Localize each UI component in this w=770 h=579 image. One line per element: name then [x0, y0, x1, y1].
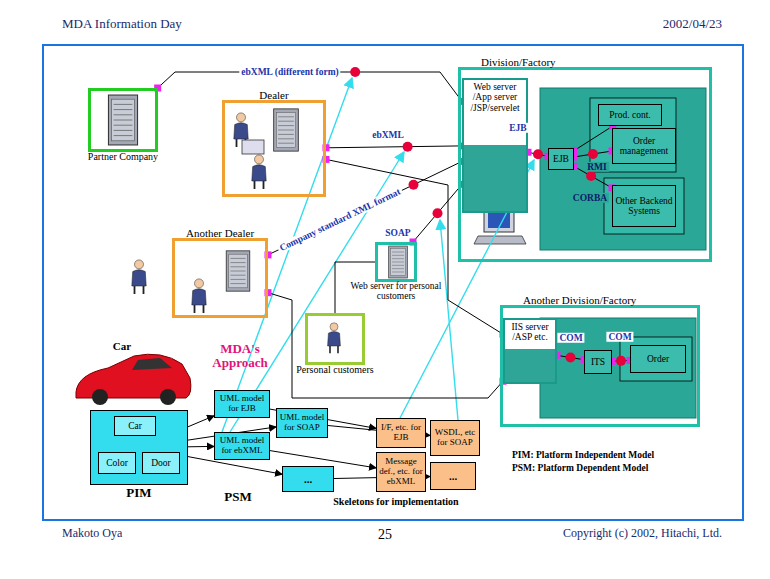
class-box: Car	[114, 416, 156, 436]
model-box: ...	[282, 466, 334, 492]
frame	[43, 45, 743, 520]
node-text: Web server /App server /JSP/servelet	[466, 82, 524, 113]
edge-label: ebXML (different form)	[239, 67, 340, 77]
node-text: ...	[285, 473, 331, 485]
dealer-box: Dealer	[222, 100, 326, 197]
system-box: Other Backend Systems	[612, 185, 676, 227]
node-text: Division/Factory	[481, 56, 556, 68]
text-label: Car	[113, 340, 131, 352]
connector	[268, 161, 462, 255]
node-text: Order management	[615, 136, 673, 157]
transform-point	[588, 149, 598, 159]
node-text: Another Dealer	[186, 227, 254, 239]
node-text: EJB	[551, 154, 571, 164]
edge-label: SOAP	[383, 228, 412, 238]
text-label: PSM	[224, 490, 251, 504]
text-label: Skeletons for implementation	[333, 496, 458, 507]
text-label: Copyright (c) 2002, Hitachi, Ltd.	[563, 527, 722, 540]
edge-label: COM	[606, 332, 633, 342]
skeleton-box: Message def., etc. for ebXML	[376, 452, 426, 492]
server-box: Web server /App server /JSP/servelet	[462, 78, 528, 213]
node-text: Other Backend Systems	[615, 196, 673, 217]
connector	[188, 446, 214, 447]
partner-box: Partner Company	[88, 88, 158, 152]
node-text: Order	[633, 354, 683, 364]
node-text: Dealer	[259, 89, 288, 101]
model-box: PIMCarColorDoor	[90, 410, 188, 485]
node-text: Color	[101, 458, 133, 468]
node-text: WSDL, etc for SOAP	[433, 428, 477, 448]
node-text: ...	[433, 470, 473, 482]
edge-label: ebXML	[370, 130, 406, 140]
node-text: UML model for ebXML	[217, 436, 267, 456]
node-text: Partner Company	[78, 151, 168, 162]
skeleton-box: I/F, etc. for EJB	[376, 418, 426, 448]
node-text: ITS	[587, 357, 609, 367]
text-label: PSM: Platform Dependent Model	[512, 463, 648, 473]
edge-label: RMI	[585, 162, 609, 172]
transform-point	[409, 180, 419, 190]
backend-area	[540, 318, 696, 418]
text-label: 25	[378, 527, 392, 542]
text-label: MDA Information Day	[62, 17, 182, 31]
model-box: UML model for ebXML	[214, 432, 270, 460]
system-box: Order management	[612, 128, 676, 164]
text-label: Makoto Oya	[62, 527, 122, 540]
connector	[574, 126, 613, 151]
skeleton-box: WSDL, etc for SOAP	[430, 420, 480, 456]
model-box: UML model for SOAP	[276, 408, 328, 438]
node-text: IIS server /ASP etc.	[507, 322, 553, 343]
class-box: Door	[142, 452, 180, 474]
server-box: IIS server /ASP etc.	[503, 318, 557, 384]
model-box: UML model for EJB	[214, 390, 270, 418]
dealer-box: Another Dealer	[172, 238, 268, 318]
division-box: Another Division/FactoryIIS server /ASP …	[500, 305, 700, 427]
node-text: Prod. cont.	[601, 110, 659, 120]
transform-point	[350, 67, 360, 77]
backend-area	[540, 88, 706, 250]
text-label: PIM: Platform Independent Model	[512, 450, 654, 460]
node-text: Another Division/Factory	[523, 294, 636, 306]
server-box: Web server for personal customers	[375, 242, 417, 282]
system-box: Prod. cont.	[598, 104, 662, 126]
component-box: EJB	[548, 148, 574, 170]
node-text: Message def., etc. for ebXML	[379, 457, 423, 487]
connector	[413, 184, 462, 242]
node-text: UML model for SOAP	[279, 413, 325, 433]
text-label: 2002/04/23	[663, 17, 722, 31]
node-text: Personal customers	[295, 364, 375, 375]
node-text: UML model for EJB	[217, 394, 267, 414]
class-box: Color	[98, 452, 136, 474]
connector	[188, 416, 214, 427]
edge-label: EJB	[507, 123, 528, 133]
system-box: Order	[630, 345, 686, 373]
transform-point	[586, 171, 596, 181]
skeleton-box: ...	[430, 462, 476, 490]
transform-point	[432, 208, 442, 218]
connector	[268, 293, 503, 398]
customer-box: Personal customers	[305, 313, 365, 365]
text-label: MDA's Approach	[200, 342, 280, 371]
transform-point	[533, 149, 543, 159]
edge-label: COM	[557, 333, 584, 343]
node-text: I/F, etc. for EJB	[379, 423, 423, 443]
node-text: Web server for personal customers	[350, 281, 442, 302]
node-text: Car	[117, 421, 153, 431]
transform-point	[403, 142, 413, 152]
node-text: PIM	[109, 486, 169, 500]
component-box: ITS	[584, 350, 612, 374]
transform-point	[616, 356, 626, 366]
connector	[326, 146, 462, 148]
edge-label: CORBA	[571, 193, 609, 203]
node-text: Door	[145, 458, 177, 468]
transform-point	[566, 353, 576, 363]
